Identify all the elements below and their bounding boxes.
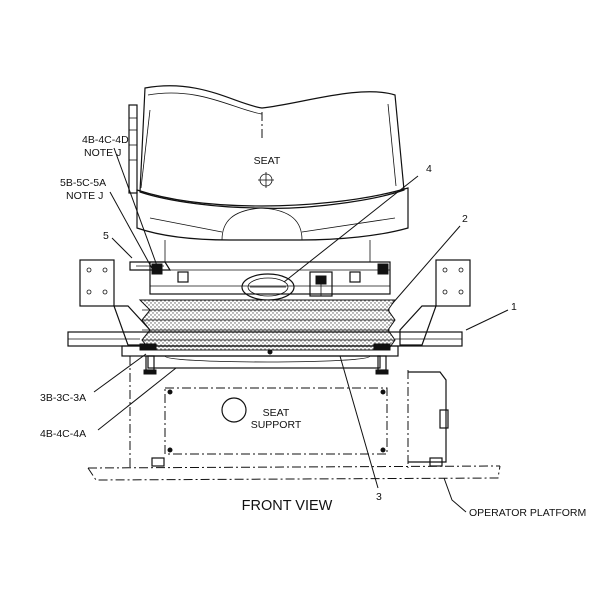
left-bolt-hardware: [139, 343, 157, 375]
suspension-bellows: [138, 299, 396, 351]
callout-item-5: 5: [103, 230, 109, 242]
seat-cushion: [136, 187, 409, 262]
callout-4b-4c-4d: 4B-4C-4D: [82, 134, 129, 146]
callout-3b-3c-3a: 3B-3C-3A: [40, 392, 86, 404]
callout-item-1: 1: [511, 301, 517, 313]
callout-5b-5c-5a: 5B-5C-5A: [60, 177, 106, 189]
callout-4b-4c-4a: 4B-4C-4A: [40, 428, 86, 440]
seat-support-box: [129, 356, 449, 468]
seat-support-label-line1: SEAT: [263, 407, 290, 419]
callout-item-3: 3: [376, 491, 382, 503]
seat-support-label-line2: SUPPORT: [251, 419, 302, 431]
adjustment-lever: [129, 261, 172, 271]
leader-lines: [93, 147, 509, 513]
right-bolt-hardware: [373, 343, 391, 375]
operator-platform: [87, 465, 501, 481]
seat-label: SEAT: [254, 155, 281, 167]
seat-backrest: [128, 85, 405, 209]
right-bracket: [399, 259, 471, 346]
lower-mount-rail: [121, 345, 399, 369]
center-mark-icon: [258, 172, 274, 188]
height-adjust-knob: [241, 273, 295, 301]
seat-mount-plate: [149, 261, 391, 295]
operator-platform-label: OPERATOR PLATFORM: [469, 507, 586, 519]
control-block: [309, 271, 333, 297]
callout-item-2: 2: [462, 213, 468, 225]
view-title: FRONT VIEW: [242, 498, 333, 514]
callout-item-4: 4: [426, 163, 432, 175]
callout-5b-5c-5a-note: NOTE J: [66, 190, 103, 202]
callout-4b-4c-4d-note: NOTE J: [84, 147, 121, 159]
